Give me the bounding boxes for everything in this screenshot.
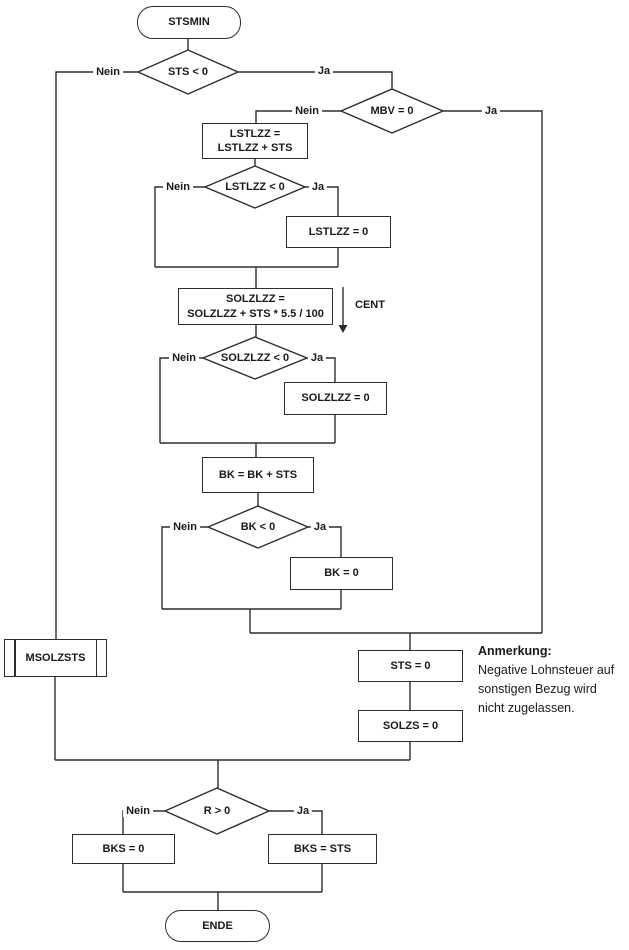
subroutine-msolzsts-label: MSOLZSTS	[25, 651, 86, 664]
process-solzlzz-line2: SOLZLZZ + STS * 5.5 / 100	[187, 307, 324, 320]
decision-bk-shape	[206, 505, 310, 549]
decision-lstlzz-shape	[203, 165, 307, 209]
process-lstlzz-zero: LSTLZZ = 0	[286, 216, 391, 248]
edge-sts-nein	[55, 71, 138, 639]
process-bk-zero-label: BK = 0	[324, 567, 359, 580]
process-solzs-zero-label: SOLZS = 0	[382, 719, 439, 732]
process-sts-zero: STS = 0	[358, 650, 463, 682]
decision-mbv-shape	[339, 88, 445, 134]
edge-label-r-ja: Ja	[293, 805, 313, 817]
edge-label-cent: CENT	[355, 299, 385, 311]
annotation-note: Anmerkung: Negative Lohnsteuer auf sonst…	[478, 642, 629, 718]
edge-label-sts-ja: Ja	[314, 65, 334, 77]
decision-sts-shape	[136, 49, 240, 95]
process-solzs-zero: SOLZS = 0	[358, 710, 463, 742]
decision-solzlzz-shape	[201, 336, 309, 380]
edge-label-solzlzz-nein: Nein	[169, 352, 199, 364]
edge-label-r-nein: Nein	[123, 805, 153, 817]
process-sts-zero-label: STS = 0	[390, 659, 431, 672]
edge-sts-ja	[238, 71, 393, 89]
process-bk-zero: BK = 0	[290, 557, 393, 590]
subroutine-bar-left	[14, 640, 16, 676]
process-lstlzz-zero-label: LSTLZZ = 0	[308, 225, 369, 238]
process-lstlzz: LSTLZZ = LSTLZZ + STS	[202, 123, 308, 159]
process-solzlzz-zero-label: SOLZLZZ = 0	[301, 392, 370, 405]
edge-label-bk-ja: Ja	[310, 521, 330, 533]
annotation-heading: Anmerkung:	[478, 644, 552, 658]
process-bks-zero-label: BKS = 0	[102, 842, 145, 855]
process-bks-sts: BKS = STS	[268, 834, 377, 864]
annotation-line2: sonstigen Bezug wird	[478, 682, 597, 696]
edge-label-mbv-nein: Nein	[292, 105, 322, 117]
process-lstlzz-line2: LSTLZZ + STS	[217, 142, 293, 154]
process-bk: BK = BK + STS	[202, 457, 314, 493]
process-bks-zero: BKS = 0	[72, 834, 175, 864]
edge-label-lstlzz-nein: Nein	[163, 181, 193, 193]
process-bks-sts-label: BKS = STS	[293, 842, 352, 855]
edge-label-bk-nein: Nein	[170, 521, 200, 533]
annotation-line3: nicht zugelassen.	[478, 701, 575, 715]
edge-label-solzlzz-ja: Ja	[307, 352, 327, 364]
process-solzlzz-zero: SOLZLZZ = 0	[284, 382, 387, 415]
edge-label-lstlzz-ja: Ja	[308, 181, 328, 193]
edge-lstlzz-nein	[154, 186, 205, 267]
decision-r-shape	[163, 787, 271, 835]
process-lstlzz-line1: LSTLZZ =	[229, 127, 281, 140]
start-terminator: STSMIN	[137, 6, 241, 39]
edge-mbv-ja	[443, 110, 543, 633]
edge-bk-nein	[161, 526, 208, 609]
subroutine-bar-right	[95, 640, 97, 676]
subroutine-msolzsts: MSOLZSTS	[4, 639, 107, 677]
end-terminator: ENDE	[165, 910, 270, 942]
end-label: ENDE	[202, 919, 233, 932]
process-bk-label: BK = BK + STS	[218, 468, 298, 481]
start-label: STSMIN	[168, 16, 210, 29]
edge-label-sts-nein: Nein	[93, 66, 123, 78]
edge-label-mbv-ja: Ja	[481, 105, 501, 117]
edge-r-ja	[269, 810, 323, 834]
process-solzlzz-line1: SOLZLZZ =	[226, 293, 285, 306]
annotation-line1: Negative Lohnsteuer auf	[478, 663, 615, 677]
process-solzlzz: SOLZLZZ = SOLZLZZ + STS * 5.5 / 100	[178, 288, 333, 325]
cent-arrowhead	[338, 325, 348, 333]
edge-solzlzz-nein	[159, 357, 203, 443]
